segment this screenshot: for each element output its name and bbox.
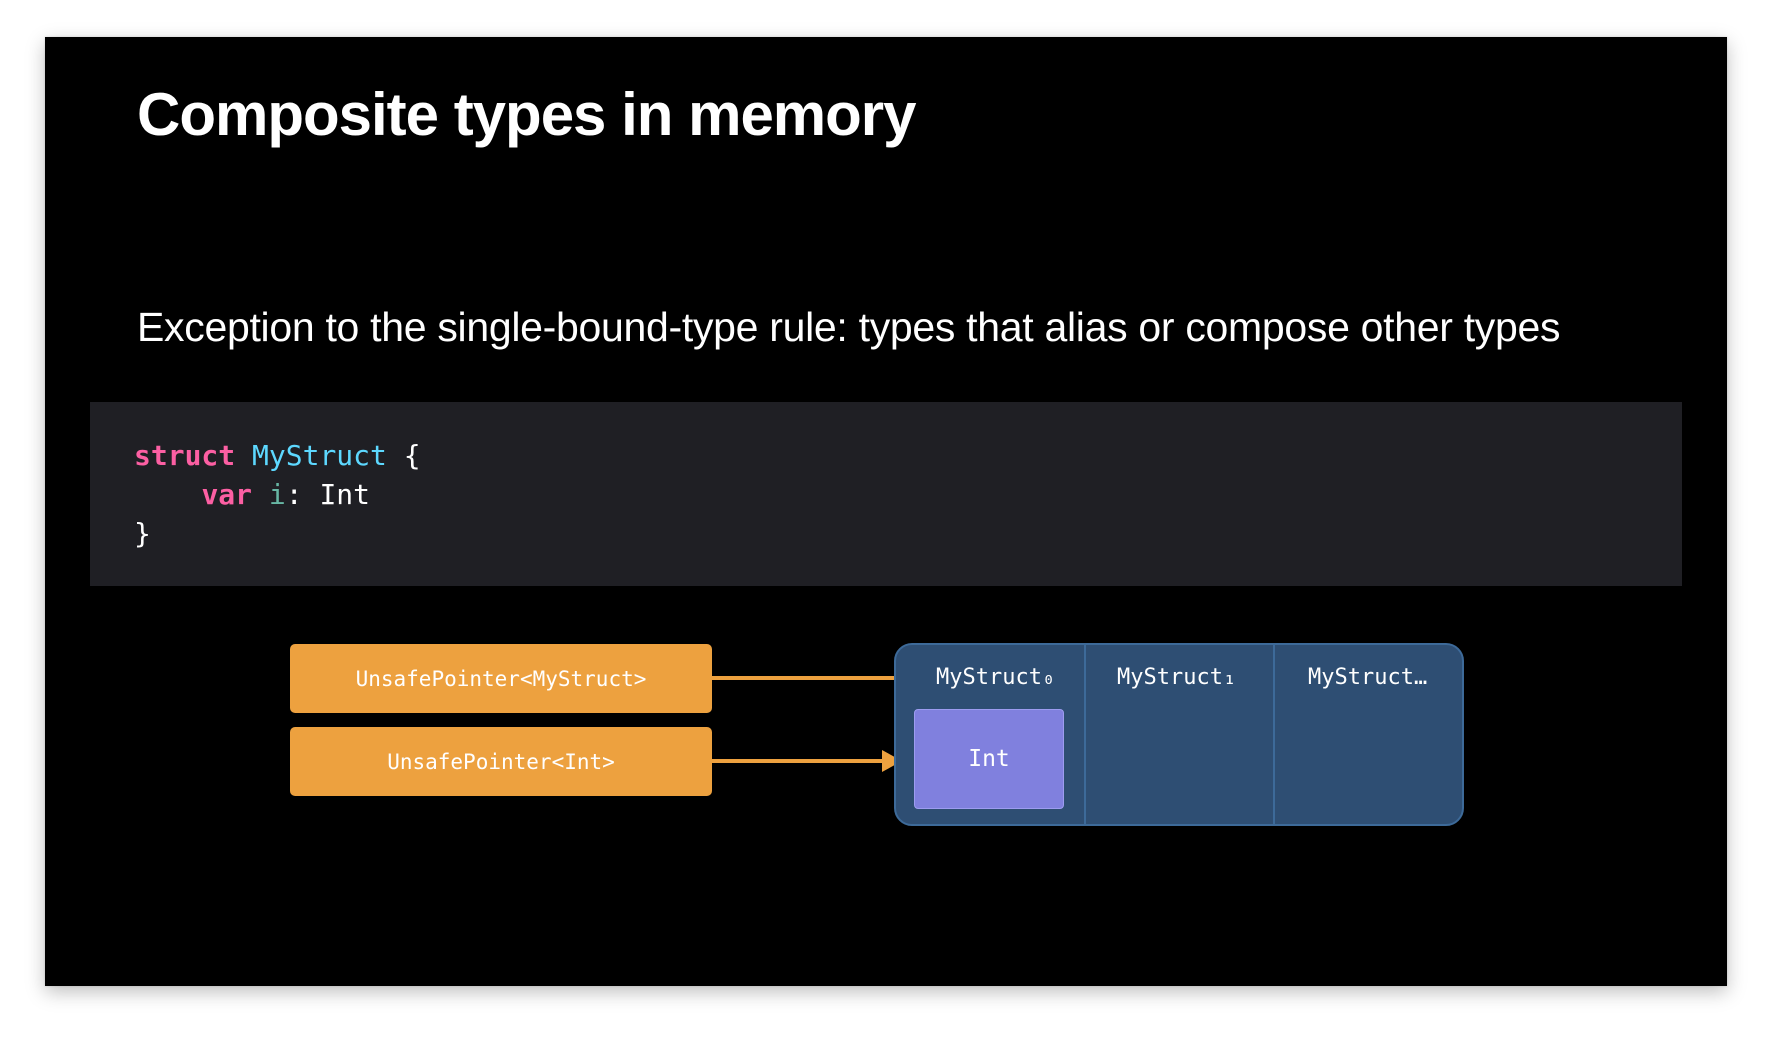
slide-subtitle: Exception to the single-bound-type rule:…	[137, 304, 1561, 350]
slide-title: Composite types in memory	[137, 81, 917, 148]
code-type-mystruct: MyStruct	[252, 439, 387, 472]
code-keyword-struct: struct	[134, 439, 236, 472]
code-keyword-var: var	[201, 478, 253, 511]
code-listing: struct MyStruct { var i: Int }	[134, 436, 421, 553]
memory-cell-label-1: MyStruct₁	[1117, 665, 1237, 690]
memory-cell-label-n: MyStruct…	[1308, 665, 1428, 690]
code-variable-i: i	[268, 478, 286, 511]
memory-divider	[1084, 645, 1086, 824]
arrow-to-mystruct	[712, 667, 922, 689]
int-field-box: Int	[914, 709, 1064, 809]
code-colon: :	[285, 478, 303, 511]
code-indent	[134, 478, 201, 511]
pointer-mystruct-box: UnsafePointer<MyStruct>	[290, 644, 712, 713]
code-type-int: Int	[319, 478, 371, 511]
slide: Composite types in memory Exception to t…	[45, 37, 1727, 986]
code-block: struct MyStruct { var i: Int }	[90, 402, 1682, 586]
code-brace-open: {	[403, 439, 421, 472]
arrow-to-int	[712, 750, 902, 772]
memory-cell-label-0: MyStruct₀	[936, 665, 1056, 690]
memory-divider	[1273, 645, 1275, 824]
pointer-int-box: UnsafePointer<Int>	[290, 727, 712, 796]
memory-block: MyStruct₀ MyStruct₁ MyStruct… Int	[894, 643, 1464, 826]
code-brace-close: }	[134, 517, 151, 550]
